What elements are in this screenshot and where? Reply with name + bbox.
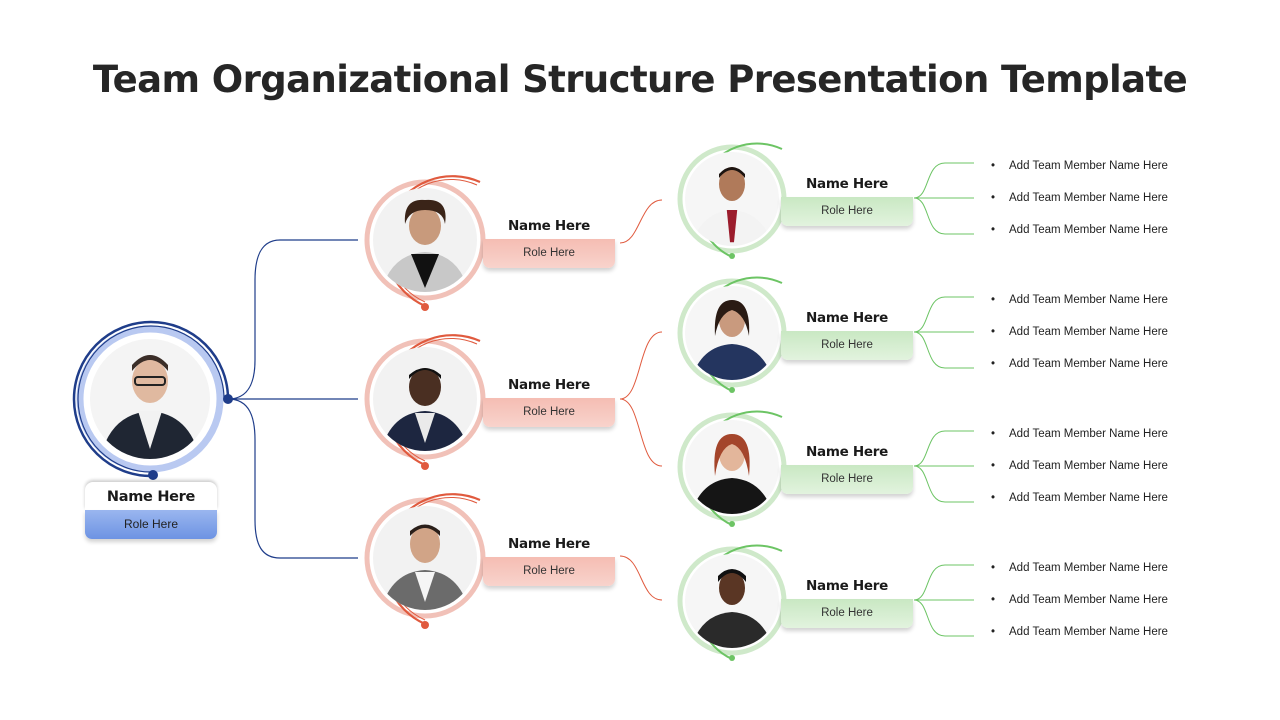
person-icon [691, 300, 773, 380]
member-item: •Add Team Member Name Here [991, 192, 1168, 204]
member-item: •Add Team Member Name Here [991, 562, 1168, 574]
lead-name-4: Name Here [806, 578, 888, 594]
member-item: •Add Team Member Name Here [991, 294, 1168, 306]
lead-role-2: Role Here [781, 331, 913, 360]
lead-role-3: Role Here [781, 465, 913, 494]
lead-photo-4 [685, 554, 779, 648]
leader-name-box [85, 482, 217, 510]
lead-photo-3 [685, 420, 779, 514]
member-item: •Add Team Member Name Here [991, 358, 1168, 370]
manager-photo-2 [373, 347, 477, 451]
leader-name: Name Here [106, 489, 196, 505]
person-icon [100, 355, 200, 459]
manager-name-1: Name Here [508, 218, 590, 234]
member-item: •Add Team Member Name Here [991, 594, 1168, 606]
manager-role-3: Role Here [483, 557, 615, 586]
manager-role-2: Role Here [483, 398, 615, 427]
person-icon [381, 368, 469, 451]
lead-role-4: Role Here [781, 599, 913, 628]
member-item: •Add Team Member Name Here [991, 626, 1168, 638]
member-item: •Add Team Member Name Here [991, 326, 1168, 338]
person-icon [691, 569, 773, 648]
person-icon [381, 524, 469, 610]
person-icon [691, 167, 773, 246]
member-item: •Add Team Member Name Here [991, 428, 1168, 440]
lead-role-1: Role Here [781, 197, 913, 226]
lead-name-2: Name Here [806, 310, 888, 326]
manager-photo-1 [373, 188, 477, 292]
member-item: •Add Team Member Name Here [991, 160, 1168, 172]
person-icon [381, 199, 469, 292]
page-title: Team Organizational Structure Presentati… [92, 58, 1188, 101]
lead-name-3: Name Here [806, 444, 888, 460]
person-icon [691, 434, 773, 514]
member-item: •Add Team Member Name Here [991, 224, 1168, 236]
member-item: •Add Team Member Name Here [991, 492, 1168, 504]
lead-photo-1 [685, 152, 779, 246]
manager-role-1: Role Here [483, 239, 615, 268]
leader-photo [90, 339, 210, 459]
manager-name-3: Name Here [508, 536, 590, 552]
leader-role: Role Here [85, 510, 217, 539]
manager-name-2: Name Here [508, 377, 590, 393]
lead-name-1: Name Here [806, 176, 888, 192]
manager-photo-3 [373, 506, 477, 610]
member-item: •Add Team Member Name Here [991, 460, 1168, 472]
lead-photo-2 [685, 286, 779, 380]
